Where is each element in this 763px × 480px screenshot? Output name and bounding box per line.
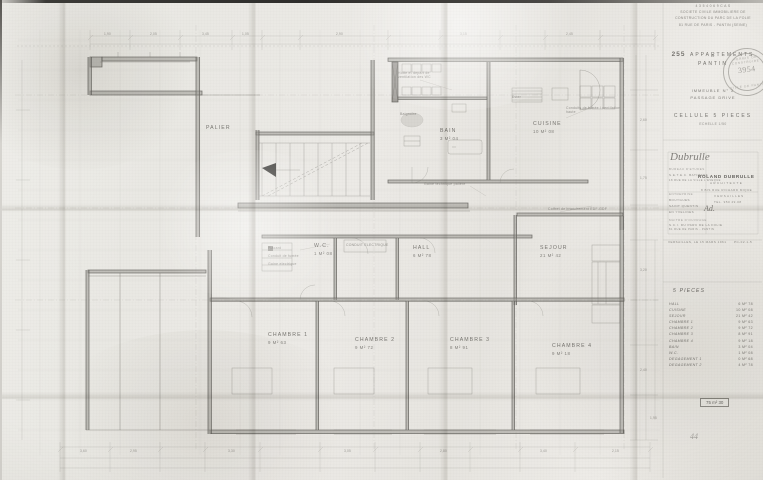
scan-edge-left <box>0 0 2 480</box>
scan-edge-top <box>0 0 763 3</box>
